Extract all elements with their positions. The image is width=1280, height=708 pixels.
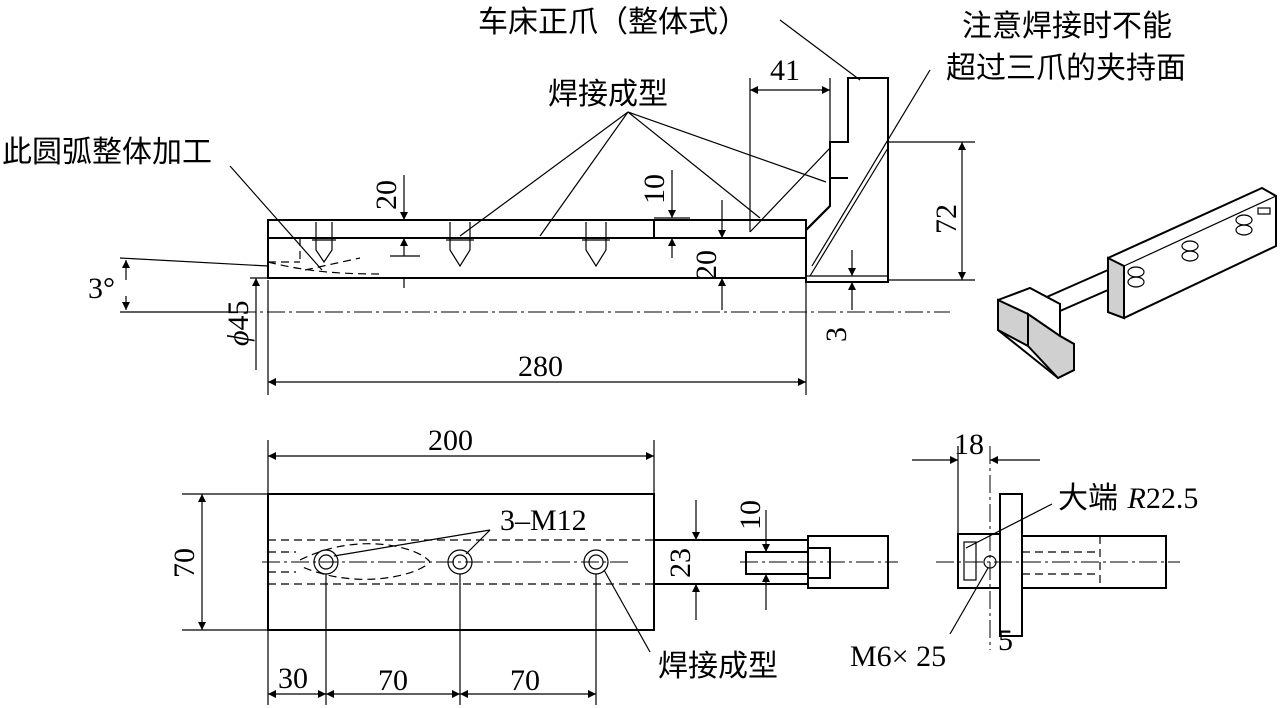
dim-5: 5 <box>998 624 1013 657</box>
front-dimensions <box>119 78 975 395</box>
dim-45: ϕ45 <box>222 300 255 346</box>
label-weld-form-top: 焊接成型 <box>548 77 668 112</box>
top-view <box>262 493 898 631</box>
iso-holes <box>1127 207 1271 288</box>
side-view <box>912 446 1180 650</box>
isometric-sketch <box>997 186 1277 380</box>
arc-taper-hidden <box>267 257 381 275</box>
top-view-dimensions <box>182 440 770 705</box>
front-raised-plate <box>267 219 655 239</box>
dim-10-top: 10 <box>638 174 671 204</box>
dim-72: 72 <box>930 204 963 234</box>
label-big-end: 大端 R22.5 <box>1058 481 1198 516</box>
dim-70-height: 70 <box>168 548 201 578</box>
dim-200: 200 <box>428 424 473 457</box>
label-weld-form-bottom: 焊接成型 <box>658 649 778 684</box>
dim-23: 23 <box>664 548 697 578</box>
label-arc-note: 此圆弧整体加工 <box>2 135 212 170</box>
text-labels: 车床正爪（整体式） 注意焊接时不能 超过三爪的夹持面 焊接成型 此圆弧整体加工 … <box>2 5 1198 684</box>
dim-10-bottom: 10 <box>734 500 767 530</box>
dim-70-a: 70 <box>378 664 408 697</box>
dim-70-b: 70 <box>510 664 540 697</box>
label-weld-note-2: 超过三爪的夹持面 <box>946 51 1186 86</box>
label-screw: M6× 25 <box>850 640 946 673</box>
front-view <box>238 77 950 313</box>
label-chuck-jaw: 车床正爪（整体式） <box>478 5 748 40</box>
front-bar-body <box>267 219 807 279</box>
front-leaders <box>229 19 931 271</box>
dimension-text: 41 20 10 20 72 3° ϕ45 3 280 200 70 23 10… <box>88 54 1013 697</box>
dim-18: 18 <box>954 428 984 461</box>
left-bore-hidden <box>268 237 301 263</box>
dim-30: 30 <box>278 662 308 695</box>
front-bolt-holes <box>312 222 610 268</box>
dim-20-top: 20 <box>370 180 403 210</box>
dim-20-right: 20 <box>690 250 723 280</box>
dim-41: 41 <box>770 54 800 87</box>
chuck-jaw-block <box>749 77 889 283</box>
dim-3-angle: 3° <box>88 272 115 305</box>
dim-3-bottom: 3 <box>820 327 853 342</box>
label-weld-note-1: 注意焊接时不能 <box>962 9 1172 44</box>
dim-280: 280 <box>518 350 563 383</box>
label-bolt-holes: 3–M12 <box>500 504 587 537</box>
